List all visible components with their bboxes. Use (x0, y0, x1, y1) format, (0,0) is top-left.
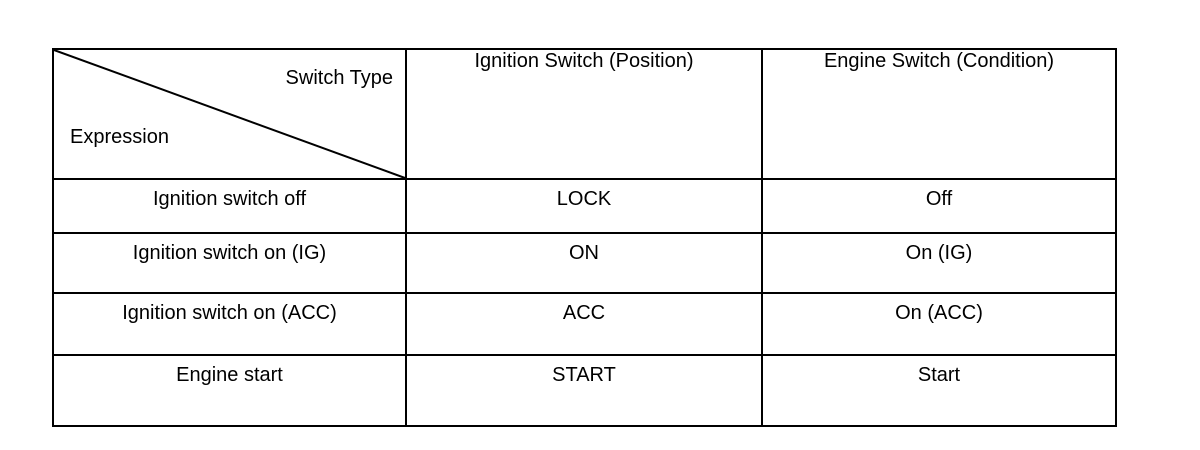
cell-engine-switch: Start (761, 354, 1117, 427)
cell-engine-switch: Off (761, 178, 1117, 234)
cell-expression: Engine start (52, 354, 407, 427)
column-header-ignition-switch: Ignition Switch (Position) (405, 48, 763, 180)
cell-ignition-switch: ON (405, 232, 763, 294)
table-row: Ignition switch on (ACC) ACC On (ACC) (52, 292, 1117, 356)
cell-expression-label: Engine start (176, 364, 283, 386)
cell-expression-label: Ignition switch on (ACC) (122, 302, 337, 324)
cell-engine-switch-label: On (IG) (905, 242, 973, 264)
table-header-row: Switch Type Expression Ignition Switch (… (52, 48, 1117, 180)
corner-expression-label: Expression (70, 126, 169, 148)
cell-ignition-switch: START (405, 354, 763, 427)
switch-type-table-container: Switch Type Expression Ignition Switch (… (52, 48, 1117, 427)
table-row: Engine start START Start (52, 354, 1117, 427)
table-row: Ignition switch on (IG) ON On (IG) (52, 232, 1117, 294)
cell-engine-switch: On (ACC) (761, 292, 1117, 356)
cell-expression: Ignition switch on (IG) (52, 232, 407, 294)
cell-ignition-switch-label: START (552, 364, 616, 386)
switch-type-table: Switch Type Expression Ignition Switch (… (52, 48, 1117, 427)
corner-header-cell: Switch Type Expression (52, 48, 407, 180)
cell-ignition-switch-label: ACC (562, 302, 606, 324)
column-header-engine-switch: Engine Switch (Condition) (761, 48, 1117, 180)
cell-ignition-switch-label: LOCK (556, 188, 612, 210)
cell-expression-label: Ignition switch on (IG) (132, 242, 327, 264)
cell-engine-switch-label: Off (925, 188, 953, 210)
column-header-ignition-switch-label: Ignition Switch (Position) (474, 50, 694, 72)
column-header-engine-switch-label: Engine Switch (Condition) (823, 50, 1055, 72)
cell-engine-switch-label: Start (917, 364, 961, 386)
cell-engine-switch: On (IG) (761, 232, 1117, 294)
cell-expression: Ignition switch off (52, 178, 407, 234)
cell-ignition-switch-label: ON (569, 242, 599, 264)
cell-ignition-switch: LOCK (405, 178, 763, 234)
corner-switch-type-label: Switch Type (285, 67, 393, 89)
cell-expression: Ignition switch on (ACC) (52, 292, 407, 356)
cell-engine-switch-label: On (ACC) (895, 302, 983, 324)
table-row: Ignition switch off LOCK Off (52, 178, 1117, 234)
cell-ignition-switch: ACC (405, 292, 763, 356)
cell-expression-label: Ignition switch off (152, 188, 307, 210)
